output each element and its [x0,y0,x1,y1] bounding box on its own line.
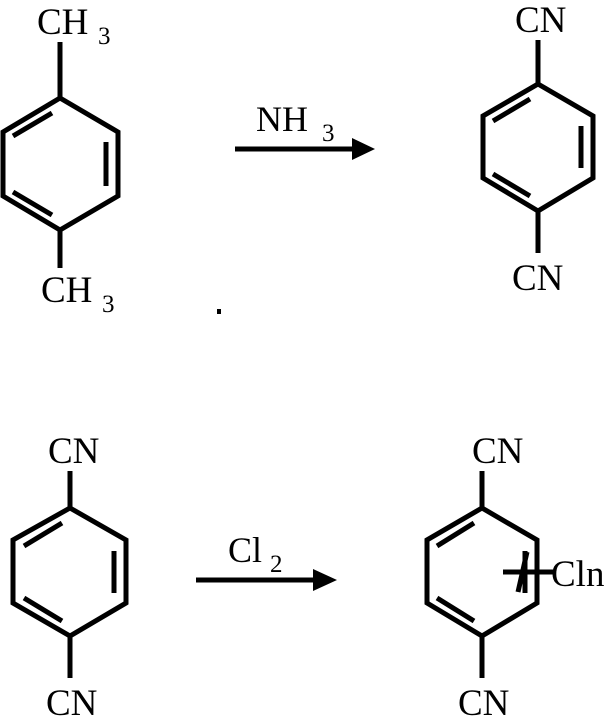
double-bond-upper-left [11,110,54,139]
substituent-label-cln: Cln [551,554,604,595]
benzene-ring-outline-2 [480,81,596,214]
benzene-ring-outline [0,95,121,233]
reagent-sub-nh3: 3 [322,120,335,147]
substituent-label-cn-top-3: CN [472,431,523,472]
substituent-label-cn-bottom-2: CN [46,683,97,724]
reaction-arrow-2: Cl 2 [196,530,337,591]
substituent-label-ch3-bottom: CH [41,270,92,311]
scan-artifact-dot [217,309,221,314]
substituent-label-ch3-top: CH [37,2,88,43]
reaction-arrow-1: NH 3 [235,99,375,160]
arrow-head-2 [313,569,337,591]
structure-chloro-terephthalonitrile: CN Cln CN [424,431,604,724]
multiplicity-slash-icon [515,551,530,593]
double-bond-lower-left [11,189,54,218]
double-bond-upper-left-2 [491,96,532,124]
arrow-head-1 [352,138,375,160]
substituent-sub-ch3-bottom: 3 [102,291,115,318]
substituent-sub-ch3-top: 3 [98,23,111,50]
reagent-sub-cl2: 2 [270,551,283,578]
structure-p-xylene: CH 3 CH 3 [0,2,121,318]
substituent-label-cn-top: CN [515,0,566,41]
double-bond-upper-left-3 [22,520,64,549]
double-bond-lower-left-4 [435,595,476,624]
double-bond-upper-left-4 [435,520,476,549]
double-bond-lower-left-3 [22,595,64,624]
substituent-label-cn-bottom: CN [512,258,563,299]
double-bond-lower-left-2 [491,171,532,199]
structure-terephthalonitrile-product: CN CN [480,0,596,299]
reagent-label-cl2: Cl [228,530,262,570]
reagent-label-nh3: NH [256,99,308,139]
substituent-label-cn-top-2: CN [48,431,99,472]
substituent-label-cn-bottom-3: CN [458,683,509,724]
benzene-ring-outline-3 [10,505,129,639]
structure-terephthalonitrile-reactant: CN CN [10,431,129,724]
